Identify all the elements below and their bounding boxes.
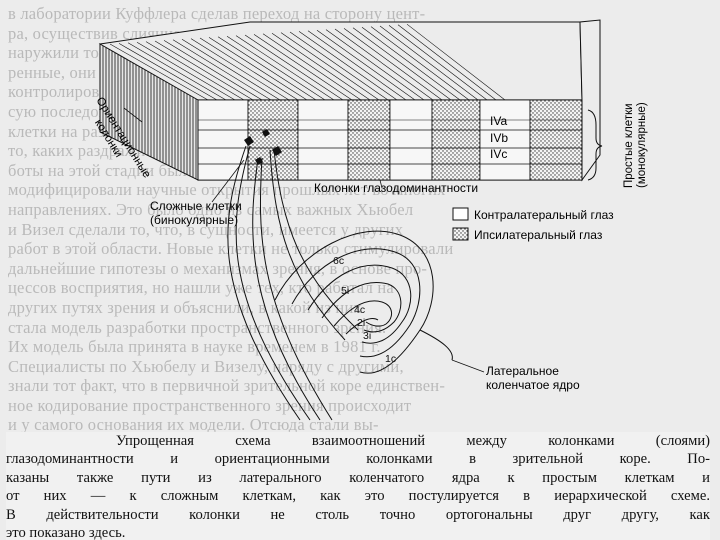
layer-label-IVa: IVa [490,114,507,128]
cortex-lgn-diagram: IVa IVb IVc Простые клетки (монокулярные… [92,19,648,421]
orientation-stripe [172,39,272,101]
orientation-stripe [163,40,263,101]
bleed-line: цессов восприятия, но нашли уже тех, кто… [8,278,394,298]
orientation-stripe [343,28,443,101]
ocular-dominance-column [389,99,433,181]
orientation-stripe [298,31,398,101]
orientation-stripe [325,29,425,101]
bleed-line: Их модель была принята в науке временем … [8,337,381,357]
orientation-stripe [280,32,380,101]
orientation-stripe [361,26,461,101]
legend-label-ipsilateral: Ипсилатеральный глаз [474,228,603,242]
orientation-stripe [145,41,245,101]
orientation-stripe [199,37,299,101]
orientation-stripe [136,41,236,101]
orientation-stripe [118,43,218,101]
orientation-stripe [397,24,497,101]
lgn-fibers [227,145,359,421]
caption-line: от них — к сложным клеткам, как это пост… [6,488,710,505]
bleed-line: дальнейшие гипотезы о механизмах зрения,… [8,258,428,278]
bleed-line: работ в этой области. Новые клетки не то… [8,239,454,259]
orientation-stripe [352,27,452,101]
orientation-stripe [208,37,308,101]
lgn-layer-label-4c: 4c [354,304,365,316]
orientation-stripe [388,25,488,101]
lgn-layer-label-6c: 6c [333,255,344,267]
bleed-line: модифицировали научные открытия прошлых … [8,180,446,200]
caption-line: это показано здесь. [6,525,126,540]
orientation-stripe [307,30,407,101]
orientation-stripe [289,31,389,101]
orientation-stripe [244,34,344,101]
legend-swatch-ipsilateral [452,227,469,241]
simple-cells-brace [587,109,603,181]
ocular-dominance-label: Колонки глазодоминантности [314,181,478,195]
orientation-stripe [379,25,479,101]
orientation-stripe [316,29,416,101]
ocular-dominance-column [529,99,583,181]
orientation-stripe [253,34,353,101]
orientation-stripe [271,32,371,101]
caption-line: В действительности колонки не столь точн… [6,506,710,523]
bleed-line: и Визел сделали то, что, в сущности, име… [8,219,404,239]
orientation-stripe [226,35,326,101]
caption-line: казаны также пути из латерального коленч… [6,469,710,486]
layer-label-IVb: IVb [490,131,508,145]
ocular-dominance-column [347,99,391,181]
orientation-stripe [181,38,281,101]
lgn-structure [274,230,453,374]
orientation-stripe [334,28,434,101]
figure-caption: Упрощенная схема взаимоотношений между к… [6,432,710,540]
lgn-layer-label-2i: 2i [357,317,365,329]
lgn-layer-label-5i: 5i [341,285,349,297]
orientation-stripe [109,43,209,101]
bleed-line: стала модель разработки пространственног… [8,317,387,337]
orientation-stripe [127,42,227,101]
orientation-stripe [370,26,470,101]
bleed-line: в лаборатории Куффлера сделав переход на… [8,4,426,23]
ocular-dominance-column [247,99,299,181]
cortex-block-front [197,99,583,181]
ocular-dominance-column [197,99,249,181]
lgn-label: Латеральное коленчатое ядро [486,364,580,392]
caption-line: глазодоминантности и ориентационными кол… [6,451,710,468]
orientation-stripe [235,35,335,101]
bleed-line: ное кодирование пространственного зрения… [8,395,412,415]
bleed-line: и у самого основания их модели. Отсюда с… [8,415,379,435]
bleed-line: направлениях. Это было одно из самых важ… [8,199,414,219]
ocular-dominance-column [297,99,349,181]
complex-cells-label: Сложные клетки (бинокулярные) [150,199,245,227]
ocular-dominance-column [431,99,481,181]
cortex-block-side [99,19,601,182]
orientation-stripe [190,38,290,101]
ocular-dominance-column [479,99,531,181]
lgn-layer-label-3i: 3i [363,330,371,342]
legend-label-contralateral: Контралатеральный глаз [474,208,614,222]
legend: Контралатеральный глаз Ипсилатеральный г… [452,207,614,242]
bleed-line: других путях зрения и объяснили, в какой… [8,297,362,317]
bleed-line: Специалисты по Хьюбелу и Визелу, наряду … [8,356,404,376]
orientation-stripe [406,23,506,101]
layer-label-IVc: IVc [490,147,507,161]
orientation-columns [109,23,506,101]
lgn-layer-label-1c: 1c [385,353,396,365]
orientation-stripe [154,40,254,101]
bleed-line: знали тот факт, что в первичной зрительн… [8,376,446,396]
legend-swatch-contralateral [452,207,469,221]
simple-cells-label: Простые клетки (монокулярные) [623,100,648,188]
orientation-stripe [262,33,362,101]
caption-line: Упрощенная схема взаимоотношений между к… [116,433,710,449]
orientation-stripe [217,36,317,101]
